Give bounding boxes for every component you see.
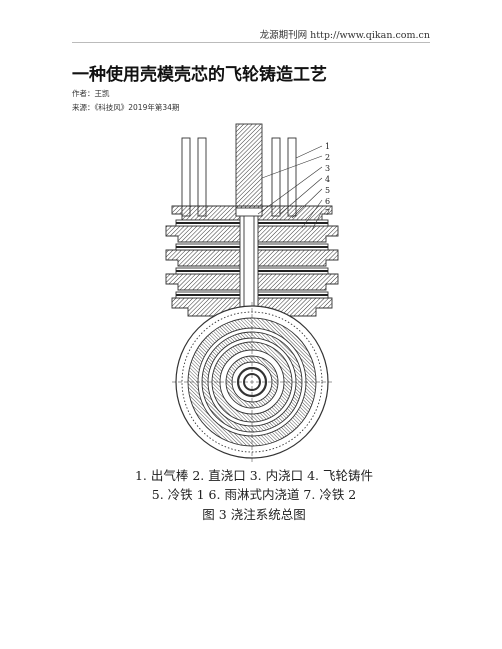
source-value: 《科技风》2019年第34期 (94, 103, 180, 112)
header-divider (72, 42, 430, 43)
callout-1: 1 (325, 142, 330, 151)
article-title: 一种使用壳模壳芯的飞轮铸造工艺 (72, 65, 327, 85)
callout-6: 6 (325, 197, 330, 206)
figure-caption: 图 3 浇注系统总图 (202, 507, 306, 522)
author-line: 作者：王凯 (72, 88, 110, 99)
figure-legend-line-2: 5. 冷铁 1 6. 雨淋式内浇道 7. 冷铁 2 (151, 487, 357, 502)
author-label: 作者： (72, 89, 95, 98)
callout-2: 2 (325, 153, 330, 162)
plan-view (172, 302, 332, 462)
casting-system-drawing: 1 2 3 4 5 6 7 (165, 123, 339, 462)
site-header: 龙源期刊网 http://www.qikan.com.cn (259, 30, 430, 41)
vent-rods (181, 137, 297, 217)
source-label: 来源： (72, 103, 95, 112)
callout-7: 7 (325, 208, 330, 217)
callout-4: 4 (325, 175, 330, 184)
callout-leaders (257, 145, 323, 231)
callout-3: 3 (325, 164, 330, 173)
figure-legend-line-1: 1. 出气棒 2. 直浇口 3. 内浇口 4. 飞轮铸件 (134, 468, 374, 483)
callout-5: 5 (325, 186, 330, 195)
central-runner (235, 207, 263, 311)
source-line: 来源：《科技风》2019年第34期 (72, 102, 179, 113)
sprue (235, 123, 263, 217)
author-name: 王凯 (94, 89, 110, 98)
